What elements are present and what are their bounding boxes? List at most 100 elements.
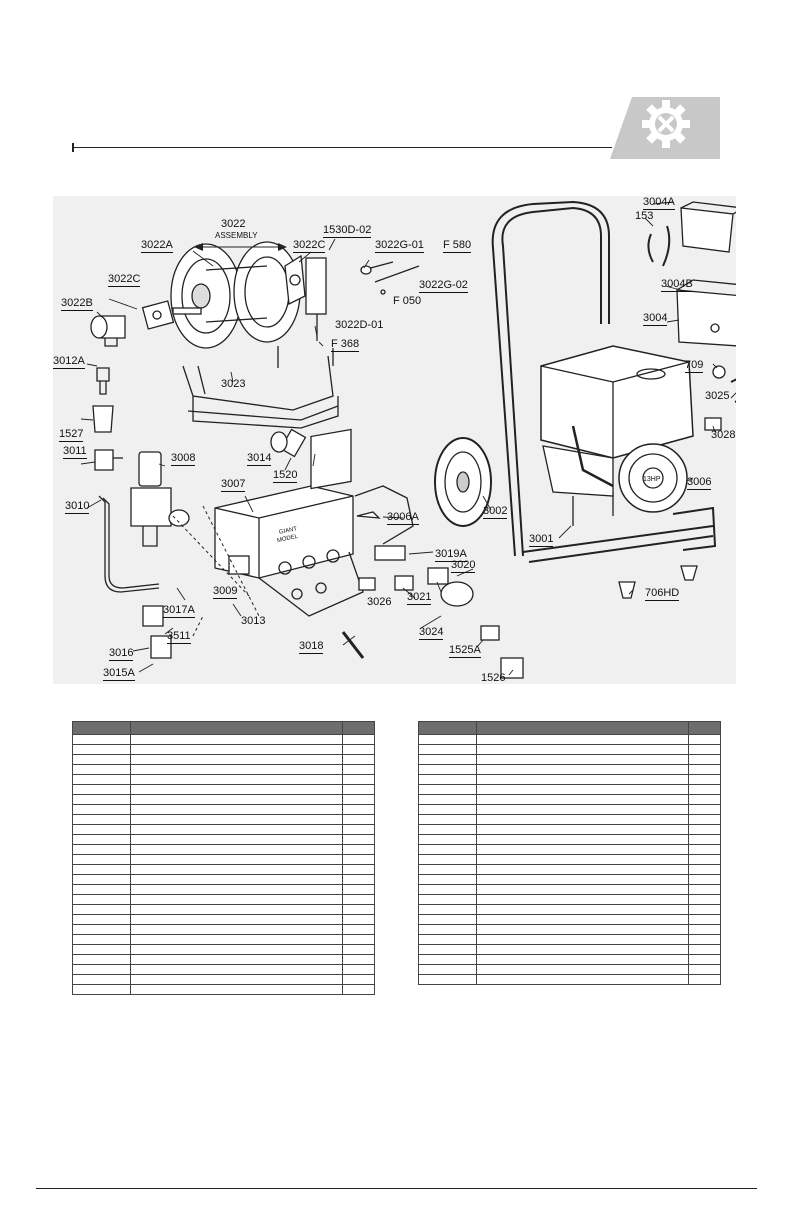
- cell-qty: [342, 904, 375, 915]
- cell-qty: [688, 944, 721, 955]
- cell-part-number: [418, 964, 477, 975]
- col-part-number: [72, 721, 131, 735]
- table-row: [72, 784, 375, 795]
- cell-description: [476, 784, 689, 795]
- callout-3010: 3010: [65, 500, 90, 514]
- cell-description: [130, 974, 343, 985]
- hose-reel-drum: [170, 241, 301, 349]
- cell-qty: [688, 854, 721, 865]
- cell-qty: [342, 854, 375, 865]
- cell-description: [130, 824, 343, 835]
- table-row: [418, 934, 721, 945]
- cell-part-number: [72, 944, 131, 955]
- cell-qty: [342, 934, 375, 945]
- cell-part-number: [72, 894, 131, 905]
- cell-part-number: [72, 954, 131, 965]
- cell-qty: [342, 834, 375, 845]
- cell-description: [130, 844, 343, 855]
- cell-qty: [688, 904, 721, 915]
- cell-qty: [688, 784, 721, 795]
- cell-qty: [688, 924, 721, 935]
- cell-qty: [342, 864, 375, 875]
- cell-qty: [688, 894, 721, 905]
- col-description: [476, 721, 689, 735]
- cell-qty: [688, 734, 721, 745]
- callout-1526: 1526: [481, 672, 506, 684]
- table-row: [72, 874, 375, 885]
- cell-part-number: [418, 884, 477, 895]
- table-row: [418, 914, 721, 925]
- cell-part-number: [418, 744, 477, 755]
- callout-3013: 3013: [241, 615, 266, 627]
- cell-description: [476, 944, 689, 955]
- cell-qty: [342, 764, 375, 775]
- table-row: [72, 804, 375, 815]
- table-row: [418, 864, 721, 875]
- cell-part-number: [72, 784, 131, 795]
- cell-qty: [688, 814, 721, 825]
- cell-part-number: [418, 784, 477, 795]
- callout-3022G-02: 3022G-02: [419, 279, 468, 293]
- callout-3022D-01: 3022D-01: [335, 319, 384, 331]
- cell-description: [476, 844, 689, 855]
- cell-qty: [688, 744, 721, 755]
- callout-3016: 3016: [109, 647, 134, 661]
- cell-description: [130, 924, 343, 935]
- cell-qty: [342, 984, 375, 995]
- cell-description: [130, 744, 343, 755]
- cell-part-number: [418, 944, 477, 955]
- callout-3008: 3008: [171, 452, 196, 466]
- table-row: [418, 964, 721, 975]
- table-row: [418, 784, 721, 795]
- table-row: [418, 794, 721, 805]
- table-row: [72, 934, 375, 945]
- callout-3026: 3026: [367, 596, 392, 608]
- callout-3021: 3021: [407, 591, 432, 605]
- table-row: [418, 944, 721, 955]
- table-row: [72, 884, 375, 895]
- cell-part-number: [72, 834, 131, 845]
- cell-part-number: [72, 854, 131, 865]
- callout-3001: 3001: [529, 533, 554, 547]
- cell-description: [476, 824, 689, 835]
- callout-1530D-02: 1530D-02: [323, 224, 372, 238]
- table-row: [72, 734, 375, 745]
- table-row: [72, 974, 375, 985]
- exploded-parts-diagram: 3022 ASSEMBLY 1530D-02 3022A 3022C 3022G…: [53, 196, 736, 684]
- table-row: [72, 904, 375, 915]
- cell-qty: [342, 884, 375, 895]
- cell-qty: [342, 944, 375, 955]
- callout-3023: 3023: [221, 378, 246, 390]
- cell-part-number: [418, 804, 477, 815]
- callout-3020: 3020: [451, 559, 476, 573]
- cell-part-number: [418, 974, 477, 985]
- cell-part-number: [72, 734, 131, 745]
- cell-description: [130, 964, 343, 975]
- table-row: [418, 884, 721, 895]
- cell-part-number: [418, 864, 477, 875]
- table-row: [418, 734, 721, 745]
- callout-3002: 3002: [483, 505, 508, 519]
- cell-description: [130, 884, 343, 895]
- cell-description: [476, 894, 689, 905]
- parts-table-right: [418, 721, 721, 985]
- cell-part-number: [72, 844, 131, 855]
- callout-3022B: 3022B: [61, 297, 93, 311]
- cell-part-number: [72, 814, 131, 825]
- pressure-pump: [214, 428, 414, 617]
- cell-qty: [688, 754, 721, 765]
- table-row: [72, 954, 375, 965]
- cell-description: [476, 794, 689, 805]
- table-row: [418, 834, 721, 845]
- callout-3017A: 3017A: [163, 604, 195, 618]
- table-row: [72, 744, 375, 755]
- table-row: [418, 974, 721, 985]
- engine: [540, 345, 694, 513]
- cell-part-number: [72, 794, 131, 805]
- cell-description: [130, 764, 343, 775]
- table-row: [72, 754, 375, 765]
- table-row: [72, 914, 375, 925]
- cell-description: [130, 854, 343, 865]
- table-row: [72, 794, 375, 805]
- table-row: [418, 814, 721, 825]
